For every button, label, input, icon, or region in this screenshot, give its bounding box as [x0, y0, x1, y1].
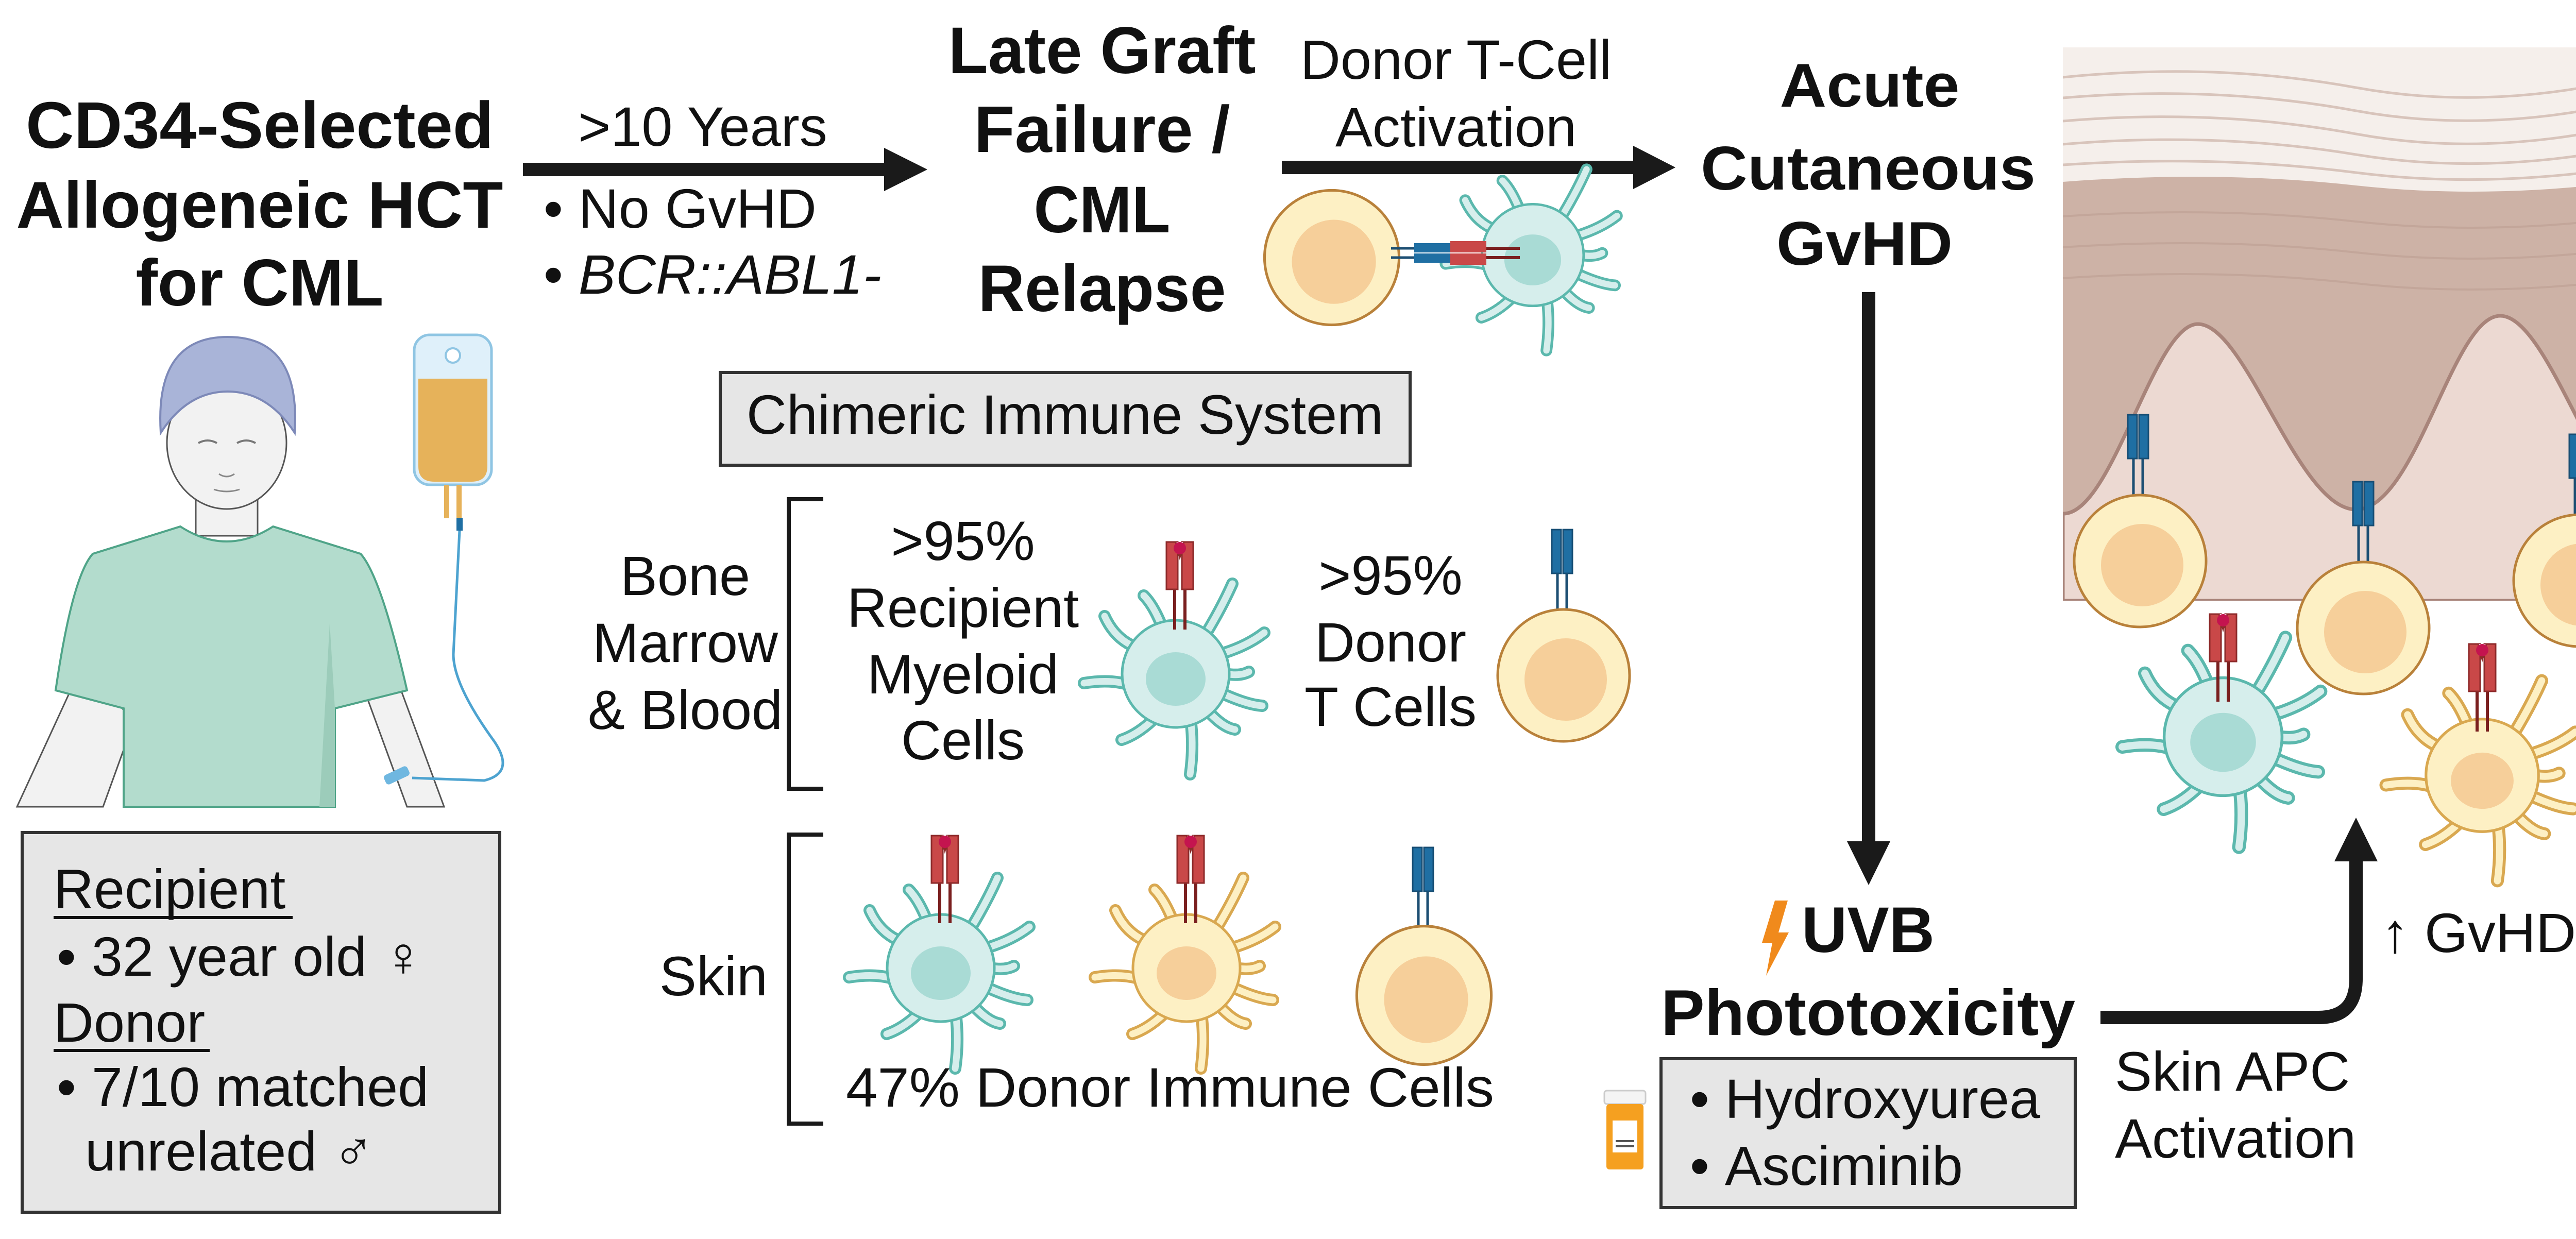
arrow-time — [523, 148, 927, 191]
skin-apc-label: Skin APC — [2115, 1040, 2350, 1102]
title-line: Cutaneous — [1701, 134, 2036, 203]
donor-myeloid-cell-icon — [2386, 681, 2575, 881]
recipient-heading: Recipient — [54, 858, 285, 920]
activation-label: Donor T-Cell — [1300, 28, 1612, 91]
donor-heading: Donor — [54, 991, 205, 1054]
tcr-receptor-icon — [1413, 847, 1433, 927]
label-line: >95% — [1318, 544, 1462, 606]
acute-gvhd-title: Acute Cutaneous GvHD — [1701, 51, 2036, 278]
tcr-receptor-icon — [1552, 530, 1572, 609]
mhc-receptor-icon — [1177, 836, 1204, 923]
title-line: for CML — [136, 246, 384, 320]
chimeric-title: Chimeric Immune System — [747, 383, 1383, 446]
label-line: T Cells — [1304, 675, 1477, 738]
phototoxicity-title: Phototoxicity — [1661, 977, 2075, 1049]
title-line: GvHD — [1776, 209, 1953, 278]
t-cell-icon — [1357, 926, 1491, 1065]
hct-title: CD34-Selected Allogeneic HCT for CML — [16, 89, 503, 320]
increase-gvhd-label: ↑ GvHD — [2381, 902, 2576, 964]
arrow-down — [1847, 292, 1890, 885]
recipient-item: •32 year old ♀ — [57, 925, 424, 988]
patient-info-box: Recipient •32 year old ♀ Donor •7/10 mat… — [21, 831, 501, 1214]
chimeric-box: Chimeric Immune System — [719, 371, 1412, 467]
mhc-receptor-icon — [1166, 542, 1193, 630]
donor-item: •7/10 matched — [57, 1056, 429, 1118]
title-line: Relapse — [978, 252, 1226, 326]
tcr-mhc-interaction-icon — [1391, 241, 1520, 265]
bracket-bone-marrow — [787, 497, 823, 791]
patient-icon — [15, 335, 446, 808]
lightning-bolt-icon — [1762, 901, 1789, 976]
activation-label: Activation — [1335, 96, 1577, 158]
donor-t-cell-label: >95% Donor T Cells — [1304, 544, 1477, 738]
title-line: Acute — [1780, 51, 1960, 120]
skin-caption: 47% Donor Immune Cells — [846, 1056, 1494, 1118]
bullet-no-gvhd: •No GvHD — [544, 177, 817, 240]
label-line: Bone — [620, 545, 750, 607]
skin-label: Skin — [659, 945, 768, 1007]
donor-item: unrelated ♂ — [85, 1120, 374, 1182]
label-line: Marrow — [592, 612, 778, 674]
title-line: Late Graft — [948, 14, 1256, 88]
bullet-bcr-abl: •BCR::ABL1- — [544, 243, 882, 305]
pill-bottle-icon — [1603, 1090, 1647, 1169]
t-cell-icon — [2297, 562, 2429, 694]
bone-marrow-label: Bone Marrow & Blood — [588, 545, 783, 741]
label-line: & Blood — [588, 678, 783, 741]
graft-failure-title: Late Graft Failure / CML Relapse — [948, 14, 1256, 326]
drug-item: •Hydroxyurea — [1690, 1067, 2041, 1130]
title-line: CML — [1034, 173, 1171, 247]
label-line: Cells — [901, 709, 1025, 771]
recipient-myeloid-label: >95% Recipient Myeloid Cells — [847, 510, 1079, 771]
drug-box: •Hydroxyurea •Asciminib — [1659, 1057, 2077, 1209]
uvb-title: UVB — [1802, 894, 1935, 966]
skin-apc-label: Activation — [2115, 1107, 2356, 1169]
title-line: Allogeneic HCT — [16, 168, 503, 242]
label-line: >95% — [891, 510, 1035, 572]
recipient-myeloid-cell-icon — [2122, 638, 2320, 847]
label-line: Donor — [1315, 611, 1466, 673]
drug-item: •Asciminib — [1690, 1134, 1963, 1197]
title-line: Failure / — [974, 93, 1230, 166]
arrow-activation — [1282, 146, 1675, 189]
t-cell-icon — [1264, 190, 1399, 325]
iv-cannula-icon — [384, 766, 410, 785]
time-label: >10 Years — [578, 95, 827, 158]
iv-bag-icon — [412, 333, 504, 782]
arrow-feedback — [2100, 818, 2378, 1024]
bracket-skin — [787, 833, 823, 1126]
mhc-receptor-icon — [931, 836, 958, 923]
t-cell-icon — [2074, 495, 2206, 627]
label-line: Recipient — [847, 576, 1079, 639]
t-cell-icon — [1498, 609, 1630, 741]
label-line: Myeloid — [867, 643, 1059, 705]
title-line: CD34-Selected — [26, 89, 494, 162]
